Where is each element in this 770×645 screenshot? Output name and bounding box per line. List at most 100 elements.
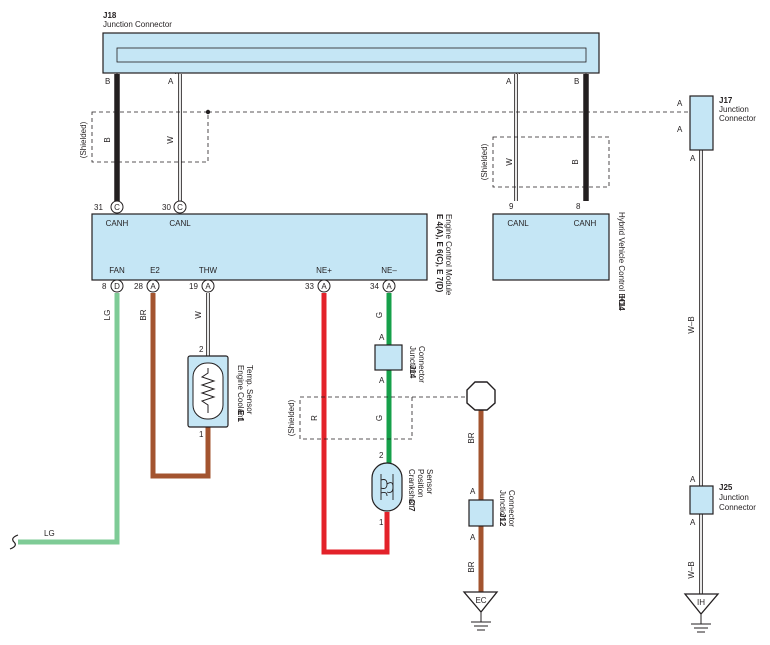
j14-pin-a-top: A	[379, 333, 385, 342]
wire-label-w-thw: W	[194, 311, 203, 319]
j17-pin-a-3: A	[690, 154, 696, 163]
shield-box-hv-can	[492, 136, 610, 188]
ecm-pin-19: A	[201, 279, 215, 293]
wire-label-r: R	[310, 415, 319, 421]
wire-label-b-left: B	[103, 137, 112, 142]
wire-label-lg-1: LG	[103, 310, 112, 321]
ecm-pin-30: C	[173, 200, 187, 214]
wire-label-b-right: B	[571, 159, 580, 164]
j18-pin-a-left: A	[168, 77, 174, 86]
c7-id: C 7	[407, 499, 416, 512]
hv-ecu-box	[492, 213, 610, 281]
ecm-pin-34: A	[382, 279, 396, 293]
svg-text:IH: IH	[697, 598, 705, 607]
j12-name-1: Junction	[498, 490, 507, 520]
wire-r-nep	[321, 293, 390, 555]
wire-label-g-2: G	[375, 415, 384, 421]
svg-text:D: D	[114, 282, 120, 291]
j18-connector-box	[102, 32, 600, 74]
wire-label-wb-2: W–B	[687, 561, 696, 578]
c7-name-3: Sensor	[425, 469, 434, 495]
hv-pin-9-num: 9	[509, 202, 514, 211]
j14-name-2: Connector	[417, 346, 426, 383]
ecm-pin-8: D	[110, 279, 124, 293]
j18-pin-b-left: B	[105, 77, 110, 86]
j12-pin-a-top: A	[470, 487, 476, 496]
j17-pin-a-2: A	[677, 125, 683, 134]
wire-label-br-ec-1: BR	[467, 432, 476, 443]
wire-label-w-right: W	[505, 158, 514, 166]
j18-pin-a-right: A	[506, 77, 512, 86]
shielded-label-2: (Shielded)	[480, 143, 489, 180]
j18-name: Junction Connector	[103, 20, 172, 29]
ecm-pin-31: C	[110, 200, 124, 214]
ecm-pin-34-num: 34	[370, 282, 379, 291]
svg-text:C: C	[177, 203, 183, 212]
j17-name-2: Connector	[719, 114, 756, 123]
ecm-id: E 4(A), E 6(C), E 7(D)	[435, 214, 444, 293]
e1-id: E 1	[236, 410, 245, 423]
hv-canh-label: CANH	[574, 219, 597, 228]
wire-br-e2	[150, 293, 211, 479]
ecm-canl-label: CANL	[169, 219, 191, 228]
j17-connector-box	[689, 95, 714, 151]
c7-pin-2: 2	[379, 451, 384, 460]
j25-name-2: Connector	[719, 503, 756, 512]
svg-text:A: A	[386, 282, 392, 291]
j14-id: J14	[408, 365, 417, 379]
j17-id: J17	[719, 96, 733, 105]
ecm-pin-8-num: 8	[102, 282, 107, 291]
ecm-pin-31-num: 31	[94, 203, 103, 212]
j12-id: J12	[498, 513, 507, 527]
ecm-thw-label: THW	[199, 266, 218, 275]
crankshaft-position-sensor	[371, 462, 403, 512]
ecm-name: Engine Control Module	[444, 214, 453, 296]
c7-name-2: Position	[416, 469, 425, 497]
j12-connector-box	[468, 499, 494, 527]
ecm-pin-33-num: 33	[305, 282, 314, 291]
e1-name-2: Temp. Sensor	[245, 365, 254, 415]
wire-break-symbol	[9, 534, 19, 550]
shielded-label-3: (Shielded)	[287, 399, 296, 436]
wire-label-br-ec-2: BR	[467, 561, 476, 572]
hv-pin-8-num: 8	[576, 202, 581, 211]
hv-ecu-id: H14	[617, 296, 626, 311]
e1-pin-1: 1	[199, 430, 204, 439]
svg-text:C: C	[114, 203, 120, 212]
wire-label-w-left: W	[166, 136, 175, 144]
ground-ec: EC	[462, 591, 499, 631]
j25-pin-a-top: A	[690, 475, 696, 484]
ecm-pin-19-num: 19	[189, 282, 198, 291]
shield-box-crank	[299, 396, 413, 440]
e1-name-1: Engine Coolant	[236, 365, 245, 420]
svg-text:A: A	[205, 282, 211, 291]
e1-pin-2: 2	[199, 345, 204, 354]
wire-lg-fan	[18, 293, 120, 545]
wire-label-wb-1: W–B	[687, 316, 696, 333]
wire-label-g-1: G	[375, 312, 384, 318]
shielded-label-1: (Shielded)	[79, 121, 88, 158]
j14-pin-a-bottom: A	[379, 376, 385, 385]
shield-octagon-splice	[466, 381, 496, 411]
ecm-nep-label: NE+	[316, 266, 332, 275]
c7-pin-1: 1	[379, 518, 384, 527]
ecm-nem-label: NE–	[381, 266, 397, 275]
ecm-pin-28-num: 28	[134, 282, 143, 291]
ecm-pin-28: A	[146, 279, 160, 293]
c7-name-1: Crankshaft	[407, 469, 416, 508]
j12-pin-a-bottom: A	[470, 533, 476, 542]
j14-connector-box	[374, 344, 403, 371]
j18-id: J18	[103, 11, 117, 20]
ecm-box	[91, 213, 428, 281]
j12-name-2: Connector	[507, 490, 516, 527]
j14-name-1: Junction	[408, 346, 417, 376]
j25-connector-box	[689, 485, 714, 515]
j17-name-1: Junction	[719, 105, 749, 114]
ecm-canh-label: CANH	[106, 219, 129, 228]
ground-ih: IH	[683, 593, 720, 633]
ecm-e2-label: E2	[150, 266, 160, 275]
j25-id: J25	[719, 483, 733, 492]
svg-text:A: A	[150, 282, 156, 291]
ecm-pin-30-num: 30	[162, 203, 171, 212]
